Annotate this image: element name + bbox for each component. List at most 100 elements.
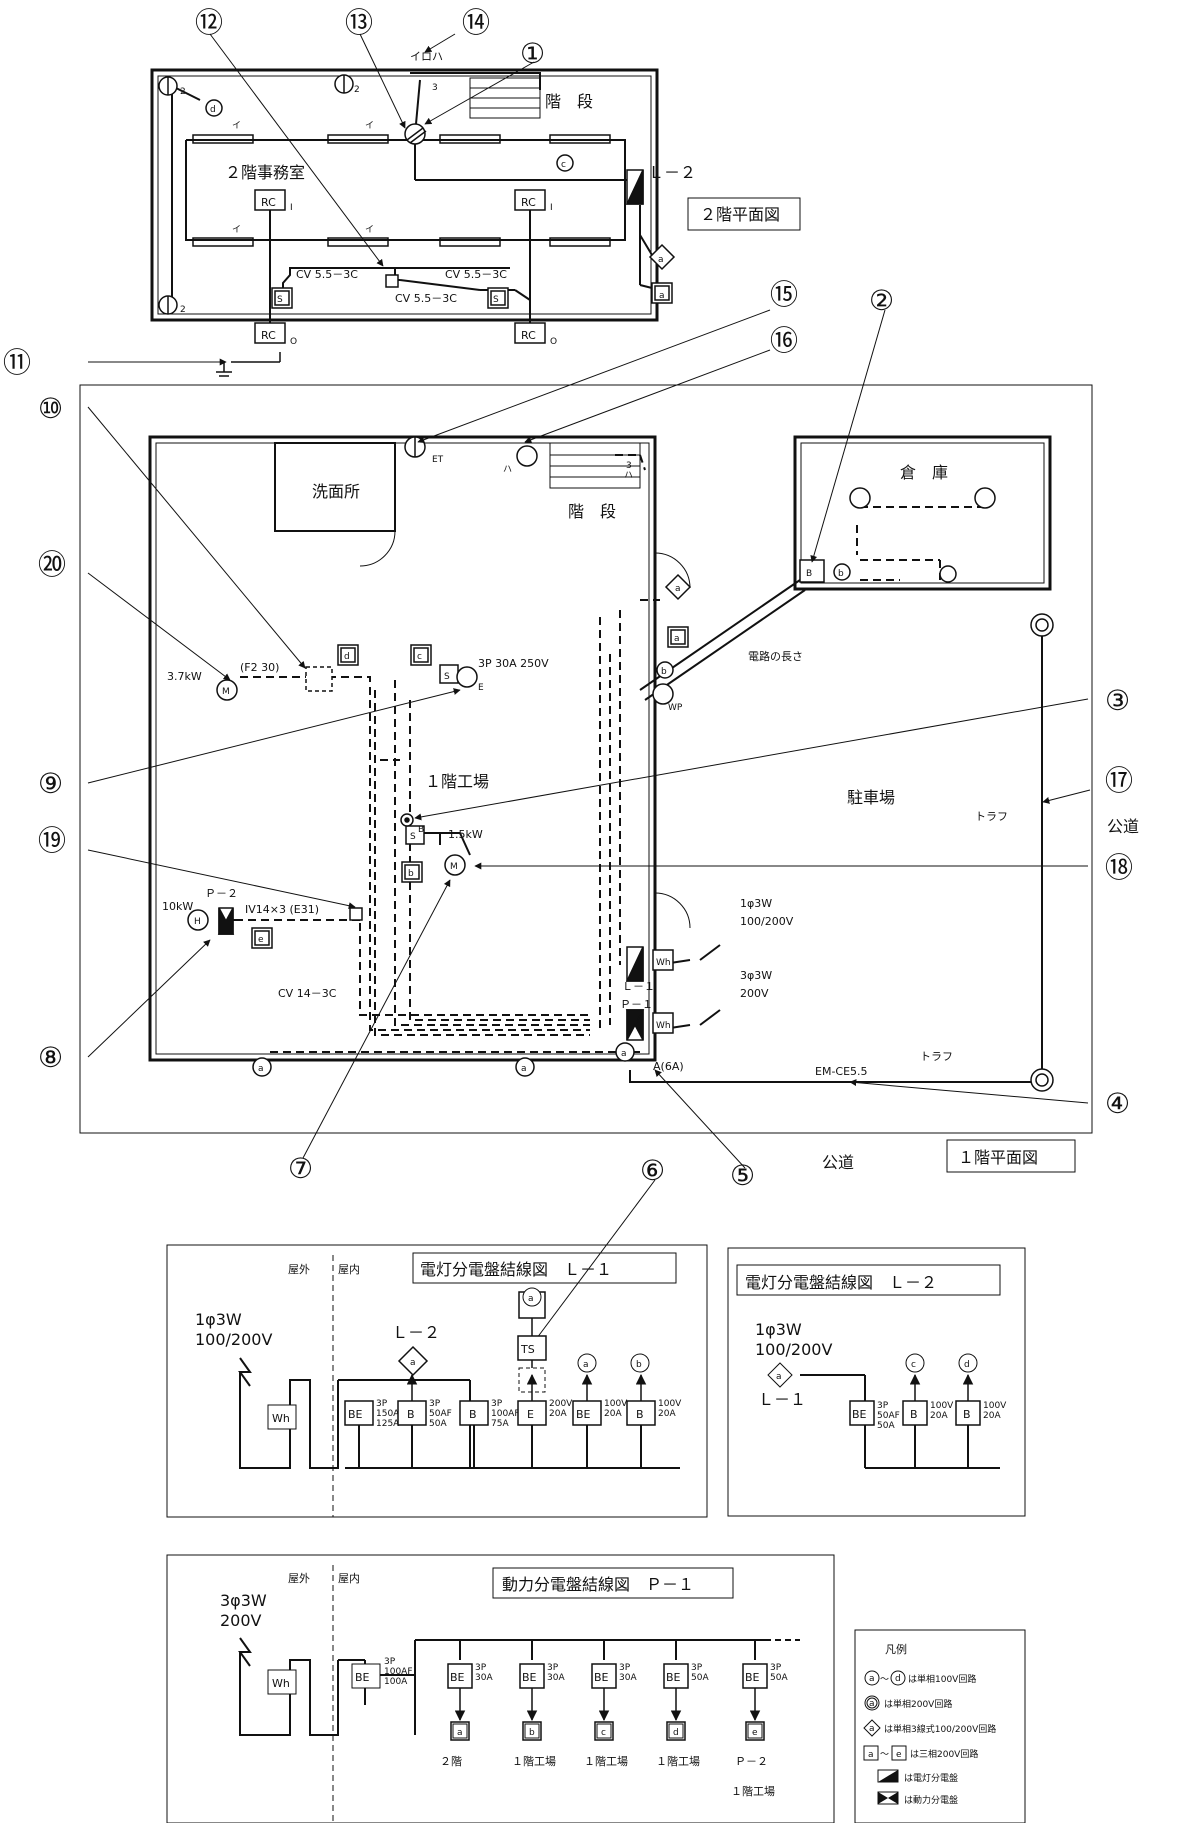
label-cv14: CV 14－3C	[278, 987, 337, 1000]
p1-branch-spec: 30A	[547, 1673, 565, 1683]
rc-o-label: O	[290, 337, 297, 347]
label-iv14: IV14×3 (E31)	[245, 903, 319, 916]
label-trough: トラフ	[920, 1050, 953, 1063]
l2-breaker-spec: 50A	[877, 1421, 895, 1431]
l1-to-l2: Ｌ－２	[392, 1323, 440, 1342]
p1-branch-row: BE3P30Aa２階BE3P30Ab１階工場BE3P30Ac１階工場BE3P50…	[440, 1640, 788, 1798]
p1-branch-box	[742, 1663, 768, 1689]
label-200v: 200V	[740, 987, 769, 1000]
wiring-1f	[235, 454, 985, 1053]
stairs-2f	[469, 77, 541, 119]
legend-r6: は動力分電盤	[904, 1794, 958, 1806]
legend-d: d	[895, 1674, 901, 1684]
p1-branch-target	[522, 1721, 542, 1741]
callout-3: ③	[1105, 684, 1130, 717]
circuit-b-marker: b	[661, 667, 667, 677]
p1-branch-box	[591, 1663, 617, 1689]
l2-from-diamond-a: a	[776, 1372, 782, 1382]
callout-numbers: ① ② ③ ④ ⑤ ⑥ ⑦ ⑧ ⑨ ⑩ ⑪ ⑫ ⑬ ⑭ ⑮ ⑯ ⑰ ⑱ ⑲ ⑳	[3, 6, 1133, 1192]
l1-ts-target-a: a	[528, 1294, 534, 1304]
l1-breaker-spec: 3P	[429, 1399, 441, 1409]
p1-branch-spec: 50A	[691, 1673, 709, 1683]
p1-branch-target	[594, 1721, 614, 1741]
circuit-a-marker: a	[521, 1064, 527, 1074]
p1-branch-target-label: b	[529, 1728, 535, 1738]
p1-branch-target-label: a	[457, 1728, 463, 1738]
cable-label: CV 5.5－3C	[445, 268, 507, 281]
p1-branch-type: BE	[594, 1671, 609, 1684]
p1-branch-spec: 3P	[770, 1663, 782, 1673]
label-a6a: A(6A)	[653, 1060, 684, 1073]
l2-supply-a: 1φ3W	[755, 1320, 802, 1339]
callout-13: ⑬	[345, 6, 373, 39]
label-e: E	[478, 683, 484, 693]
room-label-washroom: 洗面所	[312, 482, 360, 501]
circuit-c-box: c	[417, 652, 422, 662]
p1-main-spec-1: 100AF	[384, 1667, 413, 1677]
l2-breaker-box	[849, 1400, 875, 1426]
p1-branch-type: BE	[522, 1671, 537, 1684]
l1-breaker-spec: 100AF	[491, 1409, 520, 1419]
l1-breaker-type: BE	[348, 1408, 363, 1421]
room-label-2f-office: ２階事務室	[225, 163, 305, 182]
l2-supply-b: 100/200V	[755, 1340, 832, 1359]
p1-supply-a: 3φ3W	[220, 1591, 267, 1610]
l1-supply-a: 1φ3W	[195, 1310, 242, 1329]
wiring-1f-solid	[220, 579, 1043, 1083]
l1-breaker-row: BE3P150AF125AB3P50AF50AB3P100AF75AE200V2…	[344, 1373, 682, 1468]
diagram-l2: 電灯分電盤結線図 Ｌ－２ 1φ3W 100/200V a Ｌ－１ BE3P50A…	[727, 1247, 1026, 1517]
label-b: B	[418, 825, 424, 835]
l1-breaker-type: B	[469, 1408, 477, 1421]
area-label-parking: 駐車場	[847, 788, 895, 807]
p1-outdoor: 屋外	[288, 1572, 310, 1585]
callout-20: ⑳	[38, 548, 66, 581]
p1-branch-dest: ２階	[440, 1754, 462, 1768]
l1-breaker-type: B	[407, 1408, 415, 1421]
rc-o-label: O	[550, 337, 557, 347]
p1-main-spec-0: 3P	[384, 1657, 396, 1667]
motor-m: M	[450, 862, 458, 872]
label-p2: Ｐ－２	[205, 887, 238, 900]
p1-branch-target	[745, 1721, 765, 1741]
fixture-i: イ	[365, 121, 374, 131]
legend-r4: は三相200V回路	[910, 1748, 978, 1760]
l1-breaker-type: E	[527, 1408, 534, 1421]
legend-r3: は単相3線式100/200V回路	[884, 1723, 996, 1735]
count-2: 2	[180, 87, 186, 97]
l2-breaker-spec: 50AF	[877, 1411, 900, 1421]
plan-1f	[79, 384, 1093, 1134]
legend-a: a	[869, 1674, 875, 1684]
sensor-switch-s: S	[277, 295, 283, 305]
legend-a2: a	[869, 1699, 875, 1709]
circuit-a-marker: a	[658, 255, 664, 265]
label-f2-30: (F2 30)	[240, 661, 279, 674]
plan-title-2f: ２階平面図	[700, 205, 780, 224]
panel-label-l2: Ｌ－２	[648, 163, 696, 182]
room-label-warehouse: 倉 庫	[900, 463, 948, 482]
circuit-d-box: d	[344, 652, 350, 662]
l2-breaker-type: B	[910, 1408, 918, 1421]
p1-wh: Wh	[272, 1677, 290, 1690]
circuit-b-box: b	[408, 869, 414, 879]
plan-2f: ２階事務室 階 段 Ｌ－２ ２階平面図 RC RC RC RC I I O O …	[150, 50, 801, 347]
label-s: S	[410, 832, 416, 842]
p1-title: 動力分電盤結線図 Ｐ－１	[502, 1575, 694, 1594]
p1-branch-type: BE	[450, 1671, 465, 1684]
callout-12: ⑫	[195, 6, 223, 39]
circuit-a-diamond: a	[675, 584, 681, 594]
label-ha: ハ	[624, 471, 633, 481]
p1-branch-spec: 3P	[475, 1663, 487, 1673]
p1-supply-b: 200V	[220, 1611, 262, 1630]
fixture-i: イ	[365, 225, 374, 235]
legend-r1-tilde: ～	[880, 1675, 889, 1685]
motor-m: M	[222, 687, 230, 697]
callout-15: ⑮	[770, 278, 798, 311]
label-em-ce: EM-CE5.5	[815, 1065, 868, 1078]
circuit-d-marker: d	[210, 105, 216, 115]
p1-branch-spec: 50A	[770, 1673, 788, 1683]
plan-title-2f-frame	[687, 197, 801, 231]
callout-1: ①	[520, 37, 545, 70]
legend: 凡例 a ～ d は単相100V回路 a は単相200V回路 a は単相3線式1…	[854, 1629, 1026, 1823]
callout-10: ⑩	[38, 392, 63, 425]
